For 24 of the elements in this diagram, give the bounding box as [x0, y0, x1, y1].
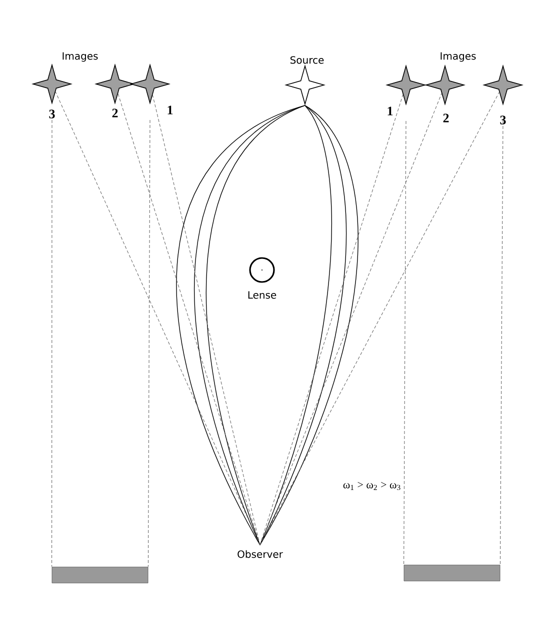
sight-line	[152, 94, 260, 546]
observer-label: Observer	[238, 550, 283, 558]
screen-bar	[52, 566, 148, 584]
source-label: Source	[290, 56, 324, 64]
lens-circle	[249, 257, 275, 283]
frequency-relation: ω$_{1}$ > ω$_{2}$ > ω$_{3}$	[343, 482, 400, 490]
image-number: 3	[49, 110, 55, 118]
sight-line	[260, 93, 442, 546]
screen-bar	[404, 564, 500, 582]
sight-line	[404, 120, 406, 566]
lens-label: Lense	[248, 291, 276, 299]
sight-line	[55, 92, 260, 546]
light-ray	[260, 105, 332, 546]
image-number: 2	[112, 108, 118, 118]
image-number: 1	[168, 106, 173, 114]
sight-line	[500, 120, 504, 566]
image-number: 1	[388, 106, 393, 116]
image-number: 3	[500, 116, 506, 124]
images-label: Images	[62, 52, 98, 62]
sight-line	[148, 120, 150, 568]
image-number: 2	[443, 114, 449, 122]
sight-line	[260, 94, 404, 546]
sight-line	[260, 92, 500, 546]
images-label: Images	[440, 52, 476, 62]
